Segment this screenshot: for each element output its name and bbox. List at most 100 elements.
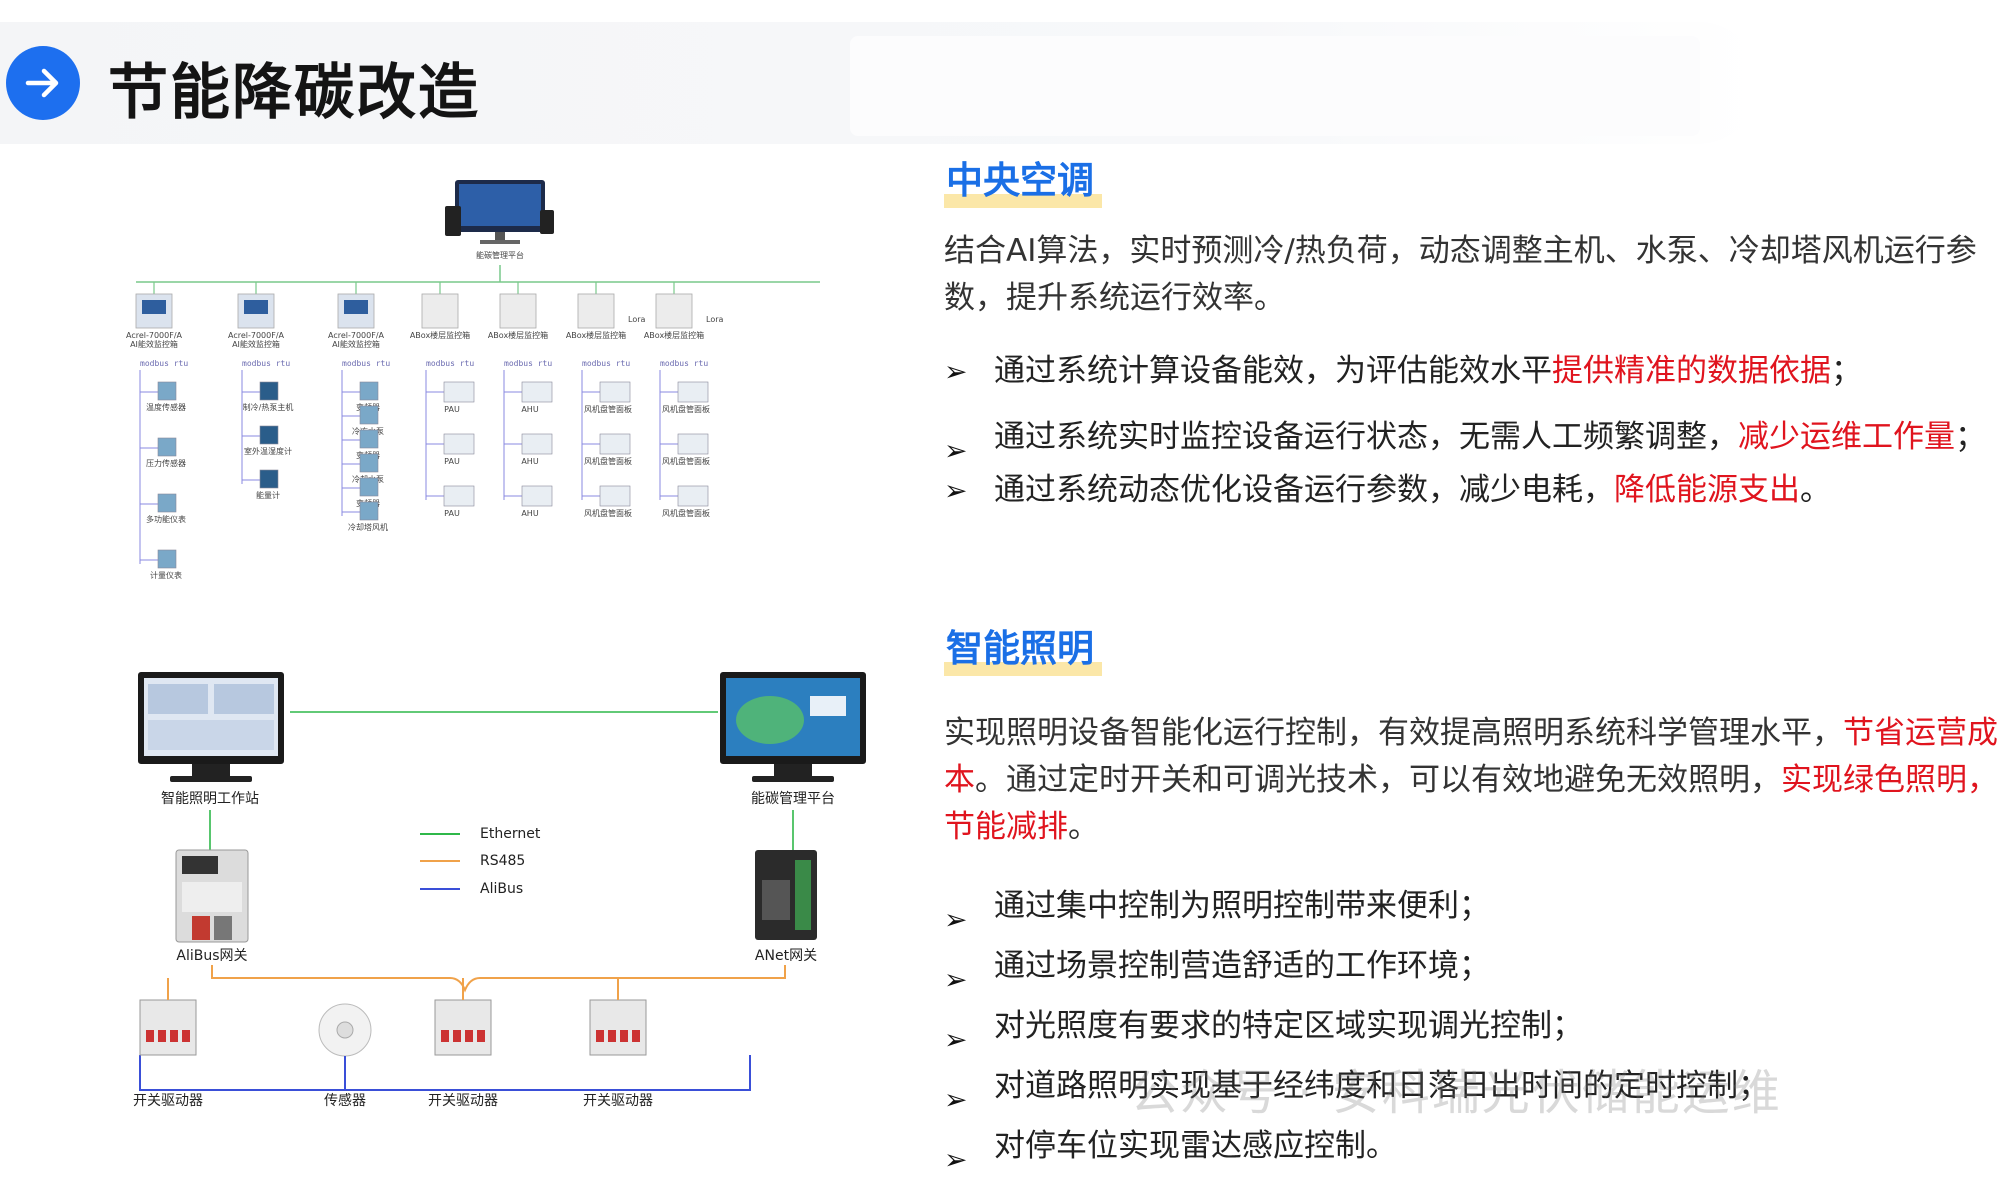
anet-gateway-icon [755, 850, 817, 940]
controller-box-icon [578, 294, 614, 328]
lora-label: Lora [628, 315, 646, 324]
protocol-label: modbus rtu [582, 359, 630, 368]
device-label: 能量计 [256, 490, 280, 500]
workstation-label: 智能照明工作站 [161, 791, 259, 807]
device-icon [260, 470, 278, 488]
device-icon [360, 454, 378, 472]
controller-box-icon [656, 294, 692, 328]
device-icon [522, 382, 552, 402]
device-label: 温度传感器 [146, 402, 186, 412]
device-label: 多功能仪表 [146, 514, 186, 524]
device-icon [678, 486, 708, 506]
device-label: 冷却塔风机 [348, 522, 388, 532]
device-icon [600, 434, 630, 454]
bullet-arrow-icon: ➢ [944, 467, 967, 514]
controller-model: Acrel-7000F/A [126, 331, 183, 340]
device-label: AHU [521, 457, 538, 466]
device-label: 压力传感器 [146, 458, 186, 468]
device-icon [678, 382, 708, 402]
controller-name: AI能效监控箱 [130, 339, 178, 349]
device-icon [158, 550, 176, 568]
device-icon [360, 406, 378, 424]
controller-name: AI能效监控箱 [232, 339, 280, 349]
list-item: ➢对光照度有要求的特定区域实现调光控制； [944, 996, 2004, 1056]
device-label: 风机盘管面板 [584, 456, 632, 466]
controller-name: AI能效监控箱 [332, 339, 380, 349]
device-label: 传感器 [324, 1092, 366, 1109]
device-label: PAU [444, 457, 460, 466]
platform-monitor-icon [445, 180, 554, 244]
device-label: 风机盘管面板 [662, 456, 710, 466]
switch-actuator-icon [140, 1000, 196, 1055]
bullet-arrow-icon: ➢ [944, 348, 967, 395]
device-icon [360, 382, 378, 400]
controller-name: ABox楼层监控箱 [644, 330, 704, 340]
device-icon [260, 382, 278, 400]
bullet-arrow-icon: ➢ [944, 1130, 967, 1190]
protocol-label: modbus rtu [660, 359, 708, 368]
device-icon [600, 486, 630, 506]
device-label: 风机盘管面板 [584, 404, 632, 414]
page-title: 节能降碳改造 [108, 44, 480, 131]
hvac-intro: 结合AI算法，实时预测冷/热负荷，动态调整主机、水泵、冷却塔风机运行参数，提升系… [944, 228, 2004, 322]
controller-name: ABox楼层监控箱 [566, 330, 626, 340]
lighting-system-diagram: 智能照明工作站 能碳管理平台 Ethernet RS485 AliBus Ali… [130, 660, 890, 1110]
list-item: ➢通过系统计算设备能效，为评估能效水平提供精准的数据依据； [944, 348, 2004, 395]
list-item: ➢对停车位实现雷达感应控制。 [944, 1116, 2004, 1176]
device-label: 制冷/热泵主机 [243, 402, 294, 412]
alibus-gateway-label: AliBus网关 [176, 948, 247, 964]
legend-alibus: AliBus [480, 881, 523, 897]
arrow-right-icon [6, 46, 80, 120]
switch-actuator-icon [435, 1000, 491, 1055]
switch-actuator-icon [590, 1000, 646, 1055]
hvac-bullet-list: ➢通过系统计算设备能效，为评估能效水平提供精准的数据依据； ➢通过系统实时监控设… [944, 348, 2004, 514]
controller-name: ABox楼层监控箱 [488, 330, 548, 340]
watermark: 公众号 · 安科瑞光伏储能运维 [1130, 1053, 1782, 1123]
list-item: ➢通过系统实时监控设备运行状态，无需人工频繁调整，减少运维工作量； [944, 407, 2004, 467]
controller-box-icon [422, 294, 458, 328]
device-icon [158, 382, 176, 400]
legend-ethernet: Ethernet [480, 826, 541, 842]
platform-monitor-icon [720, 672, 866, 782]
list-item: ➢通过系统动态优化设备运行参数，减少电耗，降低能源支出。 [944, 467, 2004, 514]
device-icon [444, 382, 474, 402]
protocol-label: modbus rtu [504, 359, 552, 368]
device-label: 风机盘管面板 [662, 404, 710, 414]
device-icon [360, 430, 378, 448]
protocol-label: modbus rtu [140, 359, 188, 368]
lighting-section-title: 智能照明 [944, 618, 1102, 674]
device-icon [260, 426, 278, 444]
device-icon [678, 434, 708, 454]
hvac-section-title: 中央空调 [944, 150, 1102, 206]
protocol-label: modbus rtu [242, 359, 290, 368]
controller-model: Acrel-7000F/A [228, 331, 285, 340]
device-label: 开关驱动器 [428, 1093, 498, 1109]
legend: Ethernet RS485 AliBus [420, 826, 541, 897]
lighting-intro: 实现照明设备智能化运行控制，有效提高照明系统科学管理水平，节省运营成本。通过定时… [944, 710, 2004, 851]
device-label: PAU [444, 509, 460, 518]
workstation-monitor-icon [138, 672, 284, 782]
device-icon [158, 494, 176, 512]
device-icon [444, 434, 474, 454]
device-label: 开关驱动器 [583, 1093, 653, 1109]
legend-rs485: RS485 [480, 853, 525, 869]
anet-gateway-label: ANet网关 [755, 948, 817, 964]
device-label: 开关驱动器 [133, 1093, 203, 1109]
device-icon [360, 502, 378, 520]
device-label: 风机盘管面板 [584, 508, 632, 518]
device-icon [158, 438, 176, 456]
device-label: PAU [444, 405, 460, 414]
list-item: ➢通过集中控制为照明控制带来便利； [944, 876, 2004, 936]
device-icon [522, 486, 552, 506]
lighting-bullet-list: ➢通过集中控制为照明控制带来便利； ➢通过场景控制营造舒适的工作环境； ➢对光照… [944, 876, 2004, 1176]
device-icon [444, 486, 474, 506]
device-label: AHU [521, 509, 538, 518]
device-label: 室外温湿度计 [244, 446, 292, 456]
lora-label: Lora [706, 315, 724, 324]
protocol-label: modbus rtu [342, 359, 390, 368]
protocol-label: modbus rtu [426, 359, 474, 368]
platform-label: 能碳管理平台 [476, 250, 524, 260]
device-label: 计量仪表 [150, 570, 182, 580]
platform-label: 能碳管理平台 [751, 791, 835, 807]
